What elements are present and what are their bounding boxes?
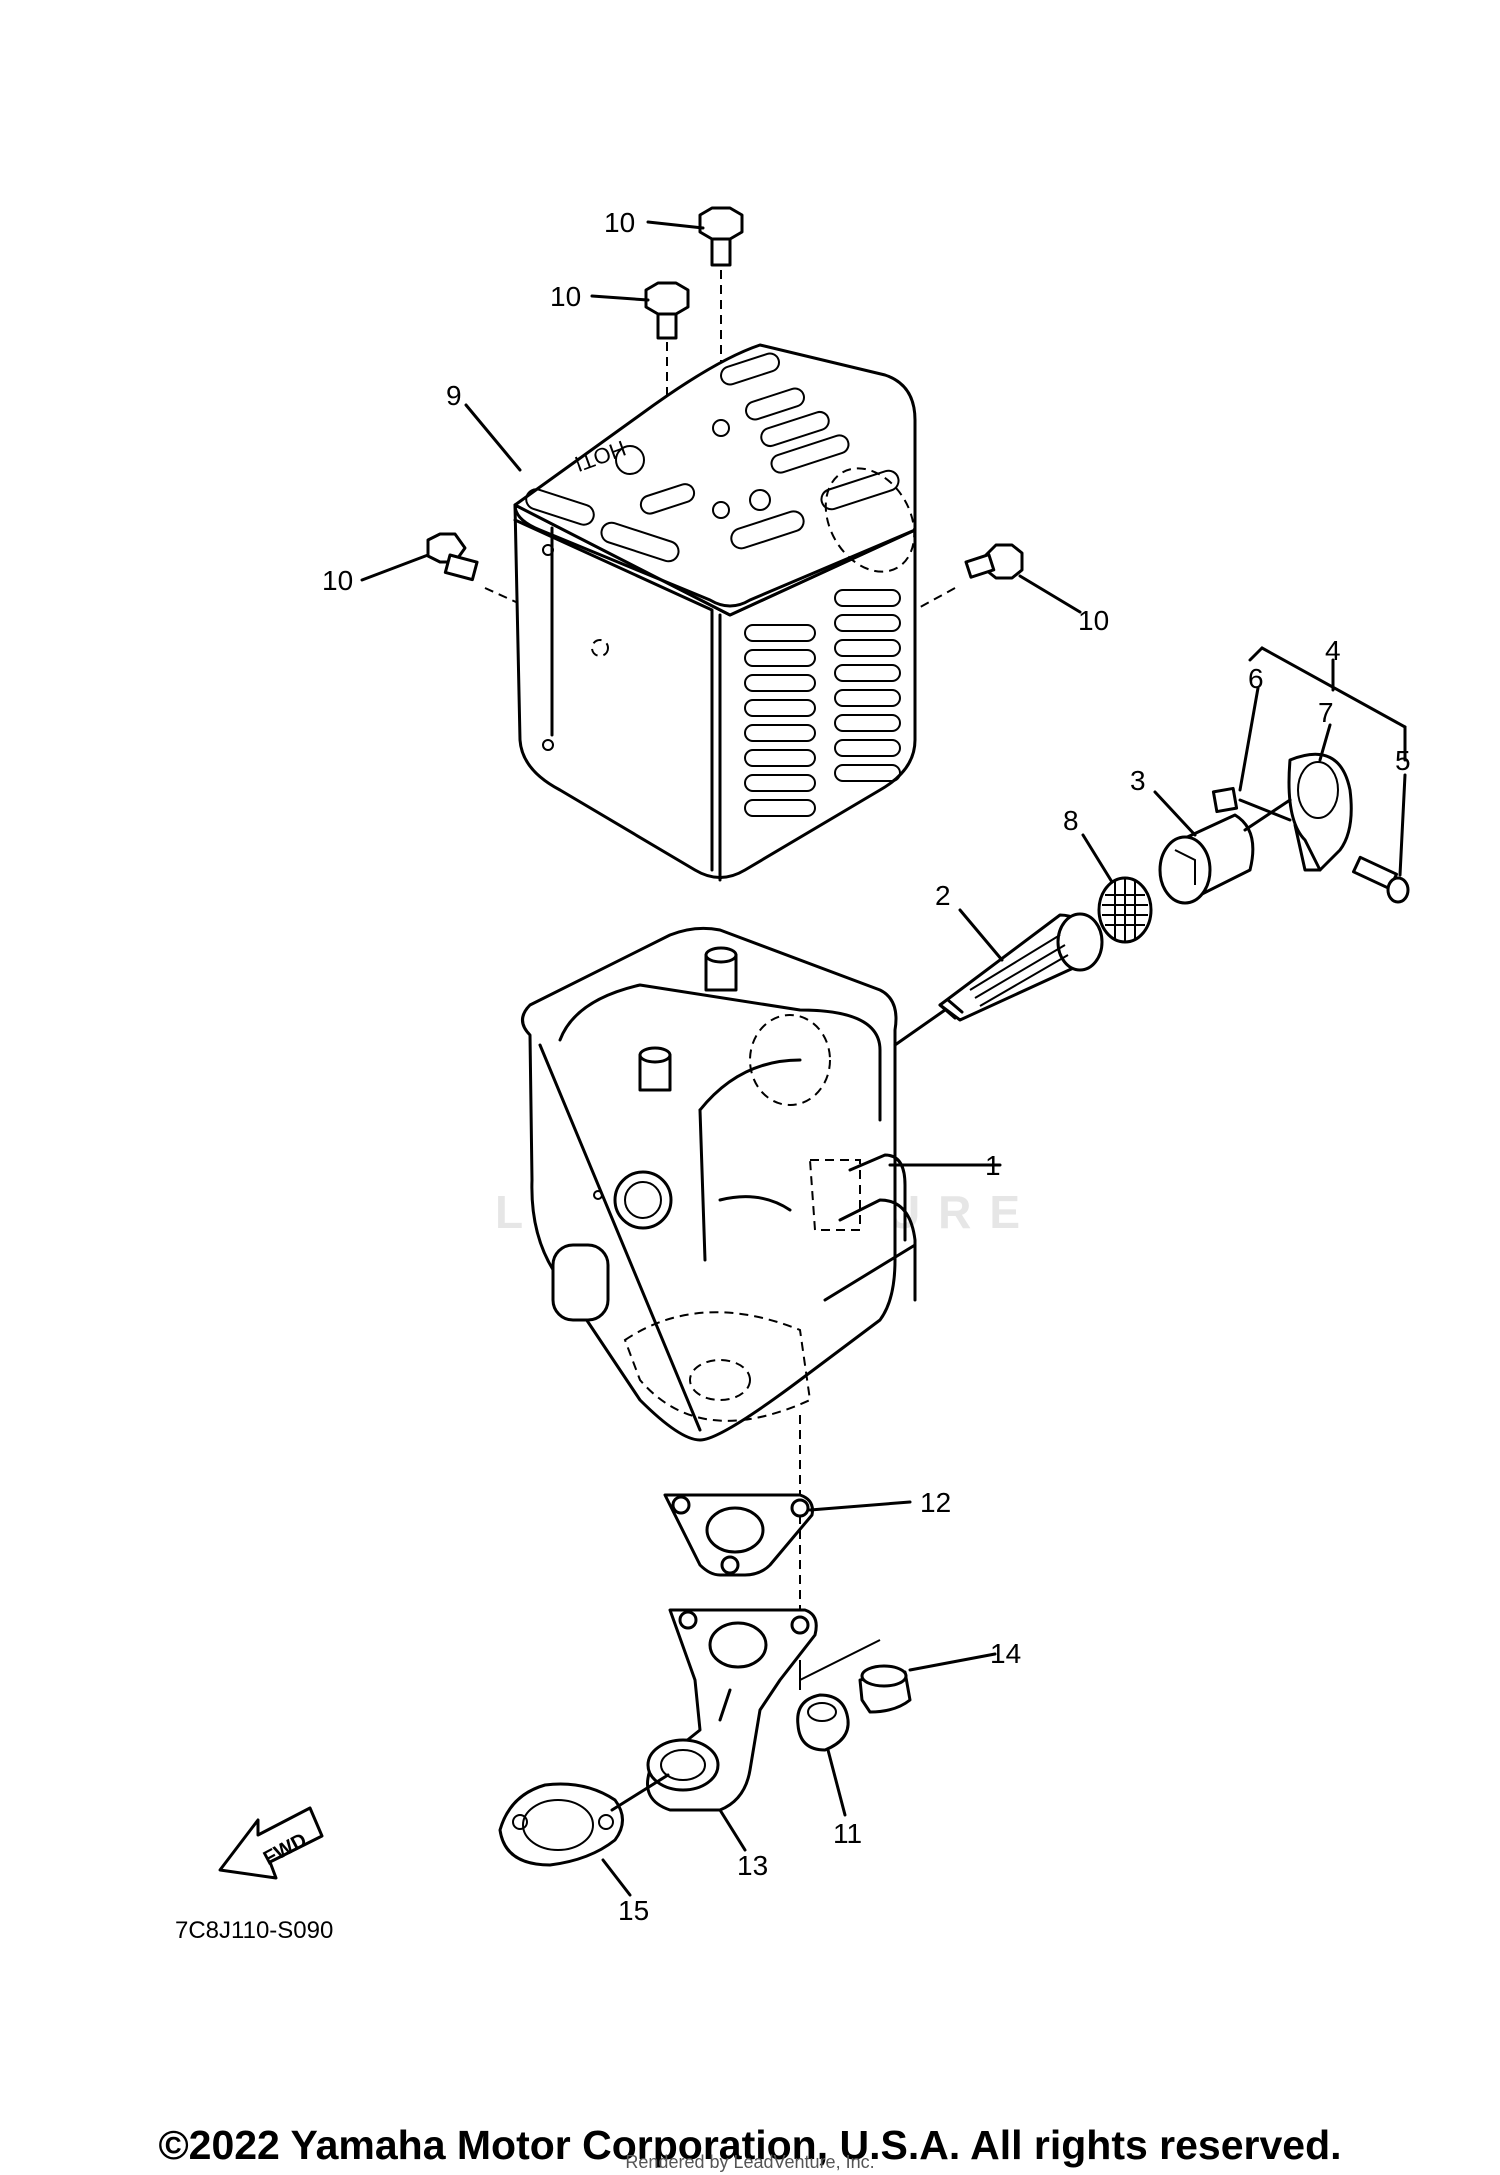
spark-arrester[interactable] xyxy=(938,912,1104,1022)
bolt-side-right[interactable] xyxy=(964,543,1024,580)
cover-side-slots xyxy=(744,589,901,817)
callout-12[interactable]: 12 xyxy=(920,1487,951,1518)
arrester-cap[interactable] xyxy=(1158,813,1255,905)
copyright-notice: ©2022 Yamaha Motor Corporation, U.S.A. A… xyxy=(158,2122,1342,2168)
gasket-upper[interactable] xyxy=(663,1493,814,1577)
callout-7[interactable]: 7 xyxy=(1318,697,1334,728)
callout-10-top-right[interactable]: 10 xyxy=(604,207,635,238)
leader-lines xyxy=(360,220,1407,1897)
nut-14[interactable] xyxy=(858,1664,912,1714)
cover-bracket[interactable] xyxy=(1287,752,1353,872)
bolt-side-left[interactable] xyxy=(426,532,479,582)
body-inlet-stub xyxy=(638,1046,672,1092)
body-outlet-stub xyxy=(704,946,738,992)
gasket-lower[interactable] xyxy=(498,1782,624,1867)
exhaust-pipe[interactable] xyxy=(646,1608,818,1812)
callout-8[interactable]: 8 xyxy=(1063,805,1079,836)
callout-10-top-left[interactable]: 10 xyxy=(550,281,581,312)
muffler-cover[interactable]: HOT! xyxy=(513,343,932,882)
callout-6[interactable]: 6 xyxy=(1248,663,1264,694)
callout-10-side-left[interactable]: 10 xyxy=(322,565,353,596)
callout-10-side-right[interactable]: 10 xyxy=(1078,605,1109,636)
rendered-by-notice: Rendered by LeadVenture, Inc. xyxy=(625,2152,875,2172)
callout-1[interactable]: 1 xyxy=(985,1150,1001,1181)
callout-3[interactable]: 3 xyxy=(1130,765,1146,796)
fwd-arrow-icon: FWD xyxy=(218,1806,324,1880)
nut-11[interactable] xyxy=(796,1693,850,1752)
callout-9[interactable]: 9 xyxy=(446,380,462,411)
callout-14[interactable]: 14 xyxy=(990,1638,1021,1669)
diagram-code: 7C8J110-S090 xyxy=(175,1917,333,1944)
callout-5[interactable]: 5 xyxy=(1395,745,1411,776)
callout-2[interactable]: 2 xyxy=(935,880,951,911)
bolt-top-right[interactable] xyxy=(698,206,744,267)
bolt-top-left[interactable] xyxy=(644,281,690,340)
callout-13[interactable]: 13 xyxy=(737,1850,768,1881)
muffler-body[interactable] xyxy=(521,926,917,1442)
screen-disc[interactable] xyxy=(1097,876,1153,944)
callout-11[interactable]: 11 xyxy=(833,1818,862,1849)
callout-15[interactable]: 15 xyxy=(618,1895,649,1926)
callout-4[interactable]: 4 xyxy=(1325,635,1341,666)
screw[interactable] xyxy=(1351,855,1410,904)
clip-nut[interactable] xyxy=(1211,786,1239,814)
